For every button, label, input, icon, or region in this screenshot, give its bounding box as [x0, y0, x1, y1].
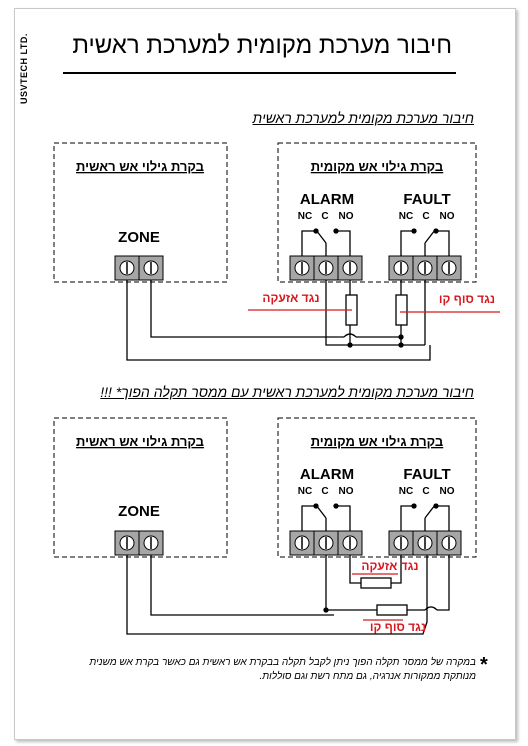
section-1-red-leaders: [248, 309, 500, 313]
alarm-resistor: [360, 577, 392, 589]
local-panel-label: בקרת גילוי אש מקומית: [311, 159, 444, 174]
section-2-red-leaders: [352, 573, 403, 621]
fault-terminal-block: [388, 530, 462, 556]
fault-c-label: C: [422, 211, 429, 222]
section-2-wires: [126, 555, 450, 635]
alarm-no-label: NO: [339, 486, 354, 497]
zone-label: ZONE: [118, 229, 160, 246]
alarm-resistor-label: נגד אזעקה: [262, 291, 319, 305]
zone-terminal-block: [114, 530, 164, 556]
local-panel-box: [277, 142, 477, 283]
local-panel-label: בקרת גילוי אש מקומית: [311, 434, 444, 449]
fault-c-label: C: [422, 486, 429, 497]
eol-resistor-label: נגד סוף קו: [370, 620, 426, 634]
wiring-diagram-1: בקרת גילוי אש ראשית בקרת גילוי אש מקומית…: [53, 142, 500, 361]
alarm-relay-label: ALARM: [300, 191, 354, 208]
zone-terminal-block: [114, 255, 164, 281]
alarm-nc-label: NC: [298, 211, 312, 222]
alarm-nc-label: NC: [298, 486, 312, 497]
local-panel-box: [277, 417, 477, 558]
wiring-diagram-2: בקרת גילוי אש ראשית בקרת גילוי אש מקומית…: [53, 417, 477, 635]
footnote-asterisk: *: [480, 654, 488, 676]
eol-resistor: [395, 294, 408, 326]
title-underline: [63, 72, 456, 74]
fault-terminal-block: [388, 255, 462, 281]
alarm-c-label: C: [321, 486, 328, 497]
fault-nc-label: NC: [399, 211, 413, 222]
fault-nc-label: NC: [399, 486, 413, 497]
fault-relay-contacts: [400, 228, 450, 256]
alarm-terminal-block: [289, 255, 363, 281]
fault-no-label: NO: [440, 211, 455, 222]
alarm-relay-contacts: [301, 228, 351, 256]
alarm-terminal-block: [289, 530, 363, 556]
section-1-wires: [126, 280, 431, 361]
alarm-c-label: C: [321, 211, 328, 222]
main-panel-box: [53, 142, 228, 283]
alarm-no-label: NO: [339, 211, 354, 222]
main-panel-label: בקרת גילוי אש ראשית: [76, 159, 204, 174]
eol-resistor-label: נגד סוף קו: [439, 292, 495, 306]
fault-relay-label: FAULT: [403, 191, 450, 208]
fault-relay-label: FAULT: [403, 466, 450, 483]
main-panel-label: בקרת גילוי אש ראשית: [76, 434, 204, 449]
alarm-resistor-label: נגד אזעקה: [361, 559, 418, 573]
fault-relay-contacts: [400, 503, 450, 531]
document-page: [14, 8, 516, 740]
fault-no-label: NO: [440, 486, 455, 497]
section-2-heading: חיבור מערכת מקומית למערכת ראשית עם ממסר …: [100, 384, 474, 400]
alarm-relay-contacts: [301, 503, 351, 531]
eol-resistor: [376, 604, 408, 616]
footnote-text: במקרה של ממסר תקלה הפוך ניתן לקבל תקלה ב…: [89, 657, 476, 682]
section-1-heading: חיבור מערכת מקומית למערכת ראשית: [252, 110, 474, 126]
main-panel-box: [53, 417, 228, 558]
zone-label: ZONE: [118, 503, 160, 520]
page-title: חיבור מערכת מקומית למערכת ראשית: [72, 32, 452, 59]
alarm-relay-label: ALARM: [300, 466, 354, 483]
